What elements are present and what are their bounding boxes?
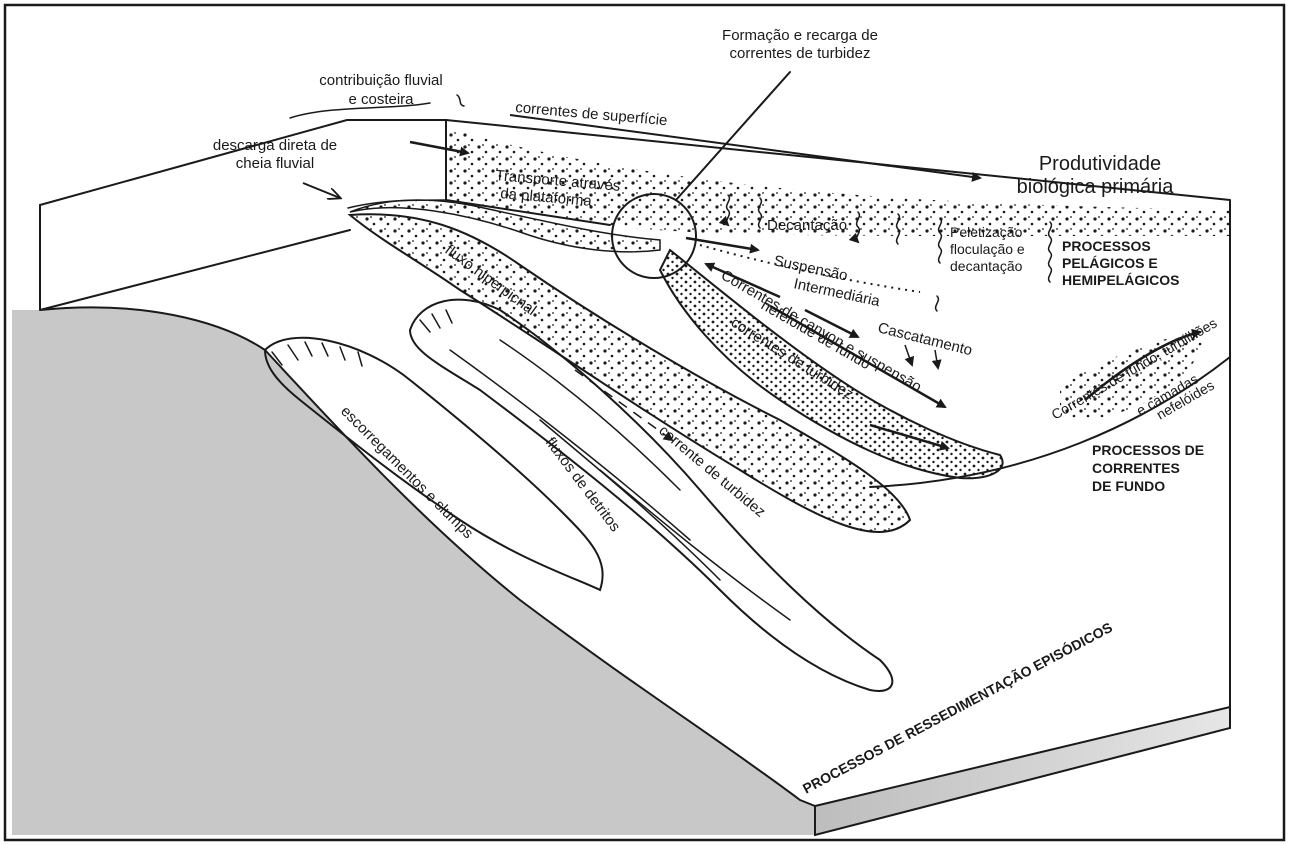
label-peletizacao-1: Peletização [950,224,1023,240]
label-peletizacao-3: decantação [950,258,1023,274]
formation-leader-line [676,72,790,200]
label-produtividade-2: biológica primária [1017,176,1175,198]
label-cascatamento: Cascatamento [876,319,974,359]
label-correntes-superficie: correntes de superfície [515,99,668,129]
label-decantacao: Decantação [767,217,847,234]
label-processos-pelagicos-1: PROCESSOS [1062,238,1151,254]
label-processos-pelagicos-3: HEMIPELÁGICOS [1062,272,1179,288]
label-descarga-1: descarga direta de [213,137,337,154]
label-produtividade-1: Produtividade [1039,153,1161,175]
label-contribuicao-1: contribuição fluvial [319,72,442,89]
label-formacao-1: Formação e recarga de [722,27,878,44]
label-processos-correntes-3: DE FUNDO [1092,478,1165,494]
label-processos-pelagicos-2: PELÁGICOS E [1062,255,1158,271]
label-contribuicao-2: e costeira [348,91,414,108]
label-processos-correntes-2: CORRENTES [1092,460,1180,476]
label-peletizacao-2: floculação e [950,241,1025,257]
label-formacao-2: correntes de turbidez [730,45,871,62]
label-descarga-2: cheia fluvial [236,155,314,172]
label-processos-correntes-1: PROCESSOS DE [1092,442,1204,458]
